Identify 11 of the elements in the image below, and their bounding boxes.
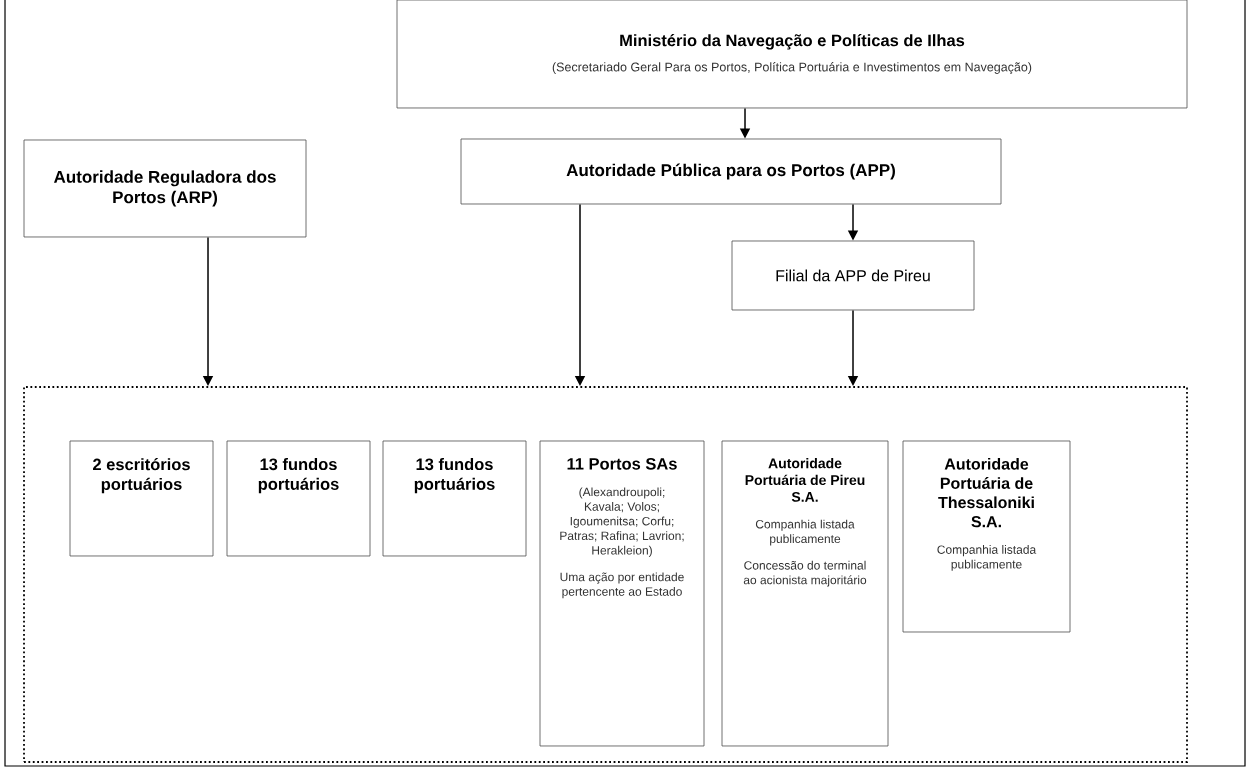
ministry-box: Ministério da Navegação e Políticas de Ilhas (Secretariado Geral Para os Portos, Política Portuária e Investimentos em Navegação) — [396, 0, 1188, 109]
authority-box: Autoridade Pública para os Portos (APP) — [460, 138, 1002, 205]
branch-box: Filial da APP de Pireu — [731, 240, 975, 311]
port-entity-box: 2 escritórios portuários — [69, 440, 214, 557]
port-entity-box: Autoridade Portuária de Pireu S.A. Companhia listada publicamente Concessão do terminal ao acionista majoritário — [721, 440, 889, 747]
port-entity-box: Autoridade Portuária de Thessaloniki S.A. Companhia listada publicamente — [902, 440, 1071, 633]
authority-box: Autoridade Reguladora dos Portos (ARP) — [23, 139, 307, 238]
port-entity-box: 13 fundos portuários — [382, 440, 527, 557]
port-entity-box: 11 Portos SAs (Alexandroupoli; Kavala; Volos; Igoumenitsa; Corfu; Patras; Rafina; Lavrion; Herakleion) Uma ação por entidade pertencente ao Estado — [539, 440, 705, 747]
port-entity-box: 13 fundos portuários — [226, 440, 371, 557]
dotted-group-frame — [23, 386, 1188, 763]
